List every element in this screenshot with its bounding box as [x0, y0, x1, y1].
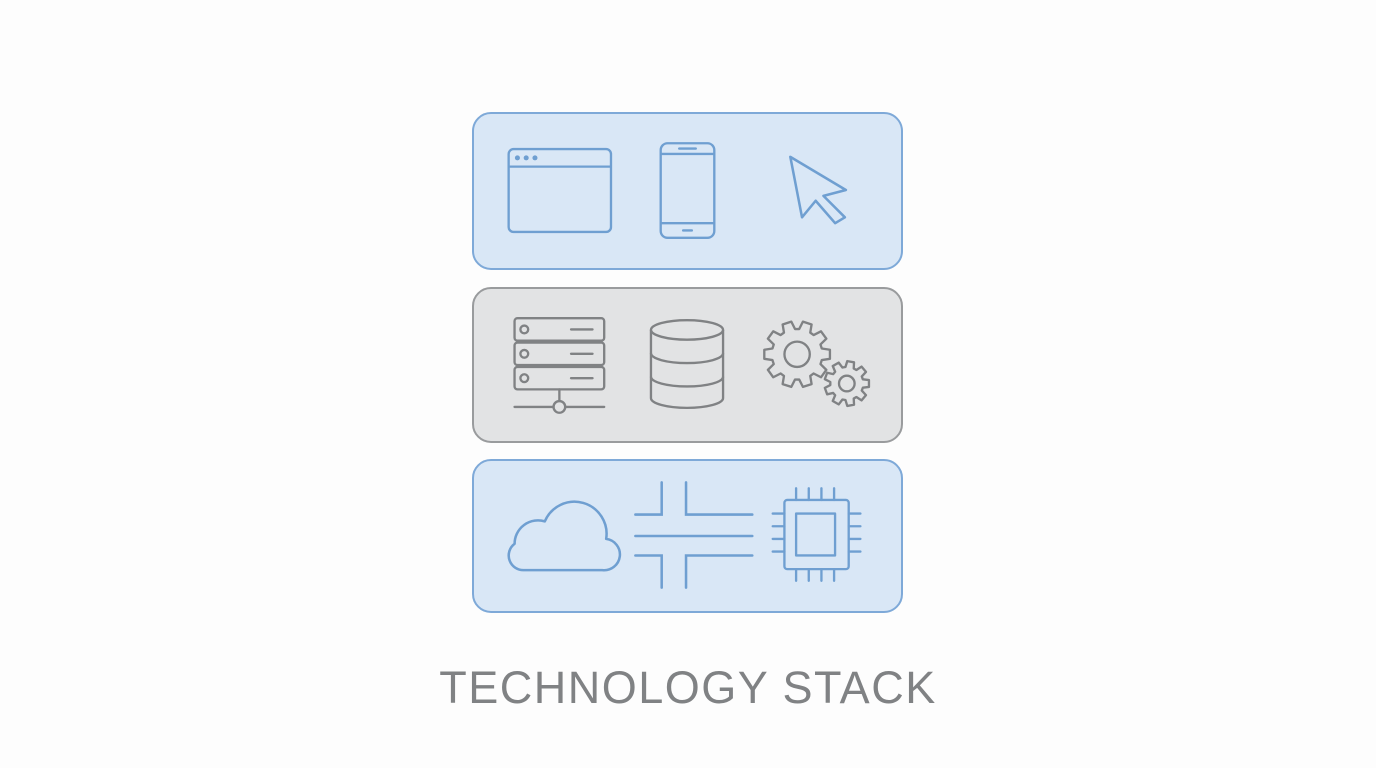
- infrastructure-layer-icons: [507, 481, 862, 589]
- backend-layer-panel: [472, 287, 903, 443]
- cursor-arrow-icon: [789, 155, 848, 225]
- network-crossroads-icon: [634, 481, 754, 589]
- browser-window-icon: [507, 147, 613, 234]
- presentation-layer-panel: [472, 112, 903, 270]
- backend-layer-icons: [513, 317, 871, 414]
- infrastructure-layer-panel: [472, 459, 903, 613]
- cloud-icon: [507, 500, 622, 572]
- gears-icon: [763, 320, 871, 408]
- cpu-chip-icon: [771, 487, 862, 582]
- server-rack-icon: [513, 317, 606, 414]
- smartphone-icon: [659, 142, 716, 239]
- diagram-caption: TECHNOLOGY STACK: [439, 662, 937, 713]
- presentation-layer-icons: [507, 142, 848, 239]
- database-icon: [649, 319, 725, 410]
